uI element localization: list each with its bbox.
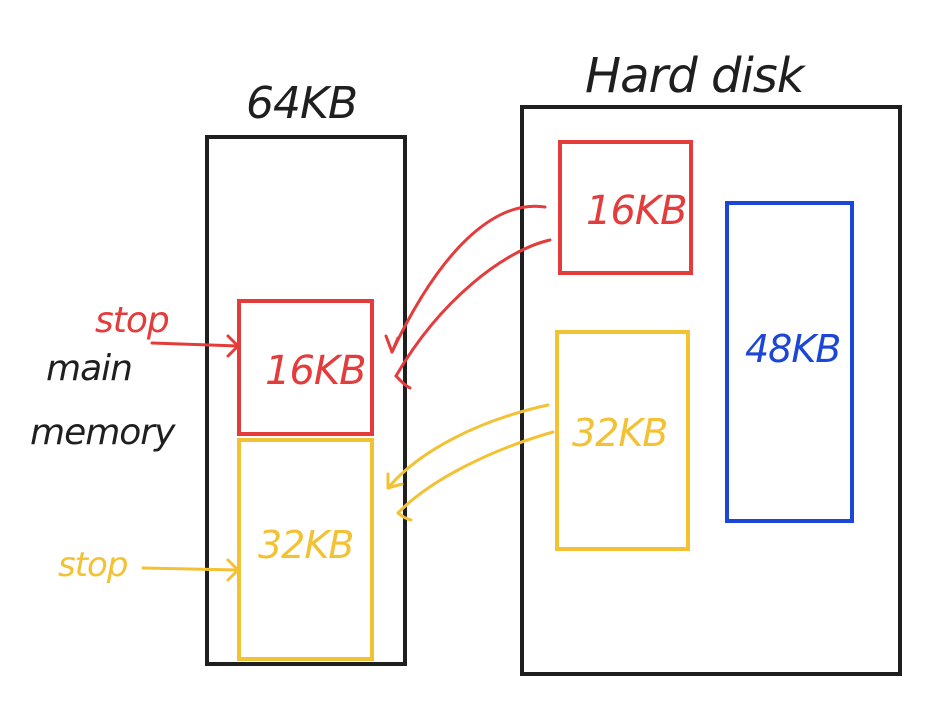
yellow-swap-arrow-lower [396,430,555,515]
red-stop-arrowhead [226,334,240,358]
disk-yellow-block-label: 32KB [572,411,667,455]
yellow-swap-arrow-upper [386,403,550,490]
red-stop-arrow-line [150,341,240,348]
hard-disk-label: Hard disk [585,48,807,104]
main-memory-box [205,135,407,666]
yellow-swap-arrow-tail [396,511,413,522]
memory-red-block [237,299,374,436]
red-stop-label: stop [95,300,169,341]
memory-yellow-block [237,438,374,661]
red-swap-arrow-upper [390,204,547,354]
disk-red-block [558,140,693,275]
memory-yellow-block-label: 32KB [258,523,353,567]
red-swap-arrow-tail [394,374,412,390]
disk-blue-block-label: 48KB [745,327,840,371]
main-memory-label-line1: main [46,348,132,389]
red-swap-arrow-lower [394,238,552,378]
disk-yellow-block [555,330,690,551]
memory-red-block-label: 16KB [265,348,366,394]
yellow-swap-arrowhead [386,472,404,490]
red-swap-arrowhead [384,334,400,354]
yellow-stop-label: stop [58,545,128,585]
memory-size-label: 64KB [246,78,357,129]
hard-disk-box [520,105,902,676]
yellow-stop-arrow-line [141,566,240,572]
yellow-stop-arrowhead [226,558,240,582]
main-memory-label-line2: memory [30,412,176,453]
disk-blue-block [725,201,854,523]
disk-red-block-label: 16KB [586,188,687,234]
